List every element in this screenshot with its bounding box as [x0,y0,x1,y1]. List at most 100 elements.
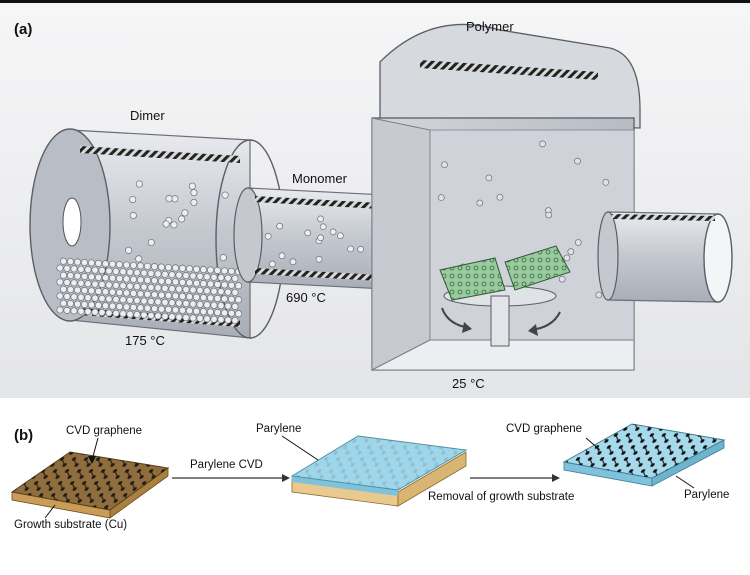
particle [178,215,186,223]
particle [161,284,169,292]
particle [545,211,553,219]
particle [135,180,143,188]
particle [136,276,145,284]
particle [59,299,68,307]
particle [192,307,201,315]
particle [276,222,284,230]
particle [220,309,229,317]
particle [133,283,141,291]
graphene-sample-right [504,245,571,291]
polymer-label: Polymer [466,19,514,34]
particle [66,286,75,294]
particle [80,286,89,295]
particle [91,294,99,302]
particle [63,306,71,314]
particle [154,312,162,320]
particle [70,265,78,273]
particle [199,280,208,288]
particle [171,306,180,314]
particle [203,273,211,281]
particle [185,293,194,301]
particle [199,294,208,302]
particle [217,274,225,282]
particle [317,215,324,223]
particle [115,261,124,269]
particle [278,252,286,260]
particle [119,282,127,290]
particle [567,248,575,255]
particle [70,293,78,301]
monomer-label: Monomer [292,171,348,186]
particle [70,279,78,287]
particle [150,305,159,313]
particle [101,274,110,282]
particle [122,261,131,269]
cvd-graphene-label-2: CVD graphene [506,423,582,435]
monomer-heater-bottom [255,268,398,282]
particle [217,288,225,296]
particle [188,182,196,190]
particle [119,268,127,276]
particle [189,314,197,322]
particle [224,316,232,324]
particle [147,297,155,306]
particle [231,274,239,283]
particle [574,157,581,165]
particle [105,267,113,275]
particle [73,286,82,294]
particle [108,260,117,268]
particle [129,303,138,311]
particle [558,275,566,283]
particle [221,191,229,199]
particle [192,293,201,301]
dimer-label: Dimer [130,108,165,123]
particle [319,223,327,231]
particle [84,308,92,316]
particle [199,308,208,316]
particle [213,294,222,303]
particle [210,273,218,281]
particle [143,290,152,298]
particle [210,301,218,309]
particle [122,289,131,297]
particle [181,209,189,217]
particle [94,273,103,281]
particle [337,232,344,240]
particle [136,262,145,270]
particle [94,287,103,295]
particle [213,308,222,317]
particle [157,263,166,271]
particle [125,246,133,254]
particle [133,311,141,319]
particle [77,279,85,287]
particle [196,272,204,280]
particle [192,265,201,273]
parylene-label-1: Parylene [256,423,301,435]
particle [206,294,215,302]
dimer-pellets [56,180,243,325]
parylene-label-2: Parylene [684,489,729,501]
particle [80,272,89,281]
particle [203,301,211,309]
polymer-chamber-rail [420,60,598,80]
dimer-heater-top [80,146,240,163]
polymer-chamber [371,23,641,371]
particle [161,270,169,278]
cvd-graphene-label-1: CVD graphene [66,425,142,437]
particle [171,195,179,203]
particle [108,302,117,310]
particle [175,313,183,321]
particle [234,282,243,290]
particle [203,287,211,295]
particle [119,296,127,304]
particle [63,264,71,272]
particle [147,283,155,292]
graphene-on-parylene-sample [562,423,726,487]
particle [126,282,134,290]
particle [220,295,229,303]
particle [175,285,183,293]
particle [108,274,117,282]
particle [147,311,155,320]
particle [143,262,152,270]
particle [168,299,176,307]
